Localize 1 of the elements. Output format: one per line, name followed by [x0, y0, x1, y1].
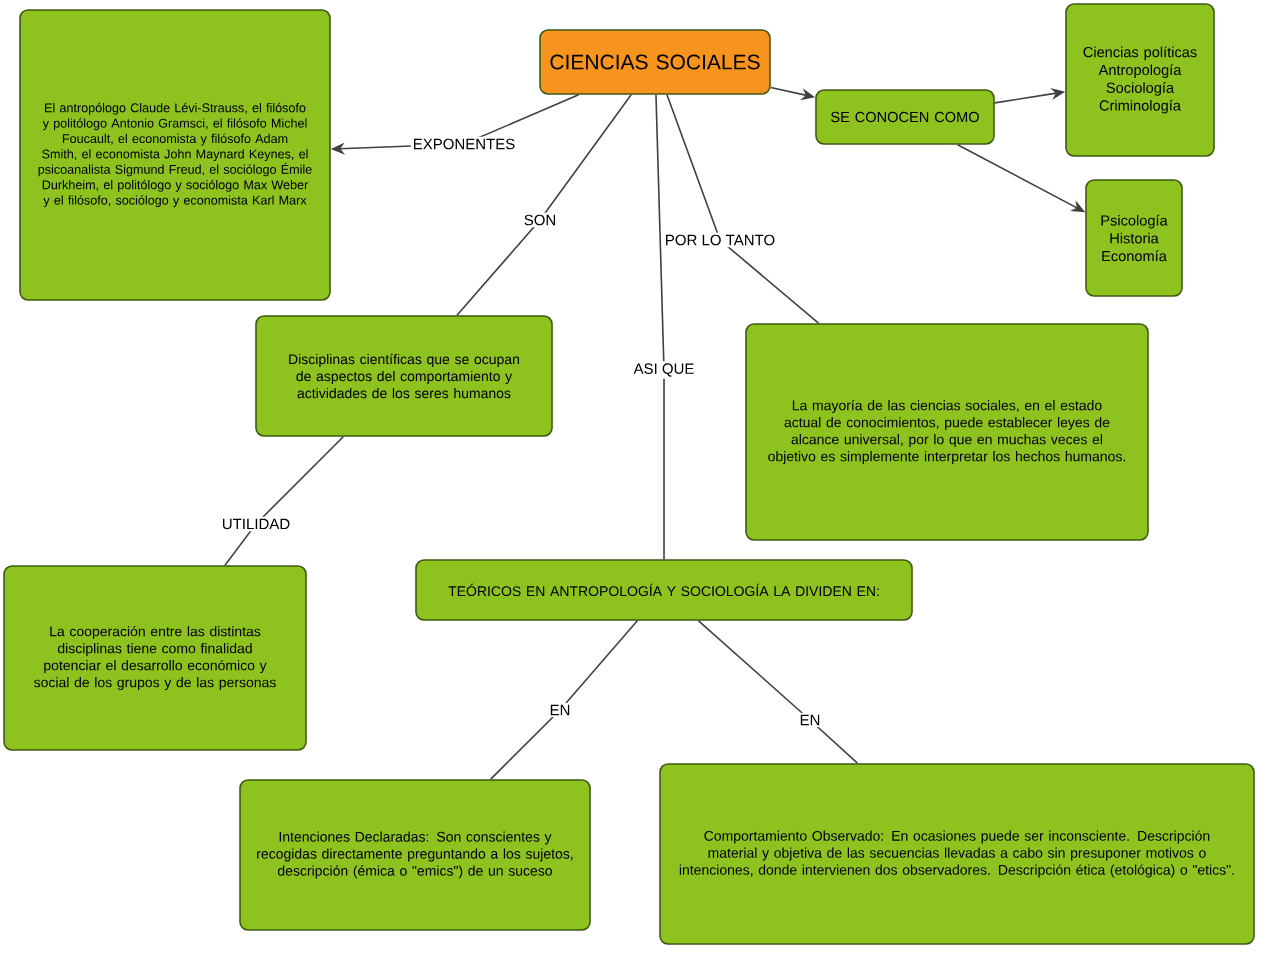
main-concept-box: CIENCIAS SOCIALES: [539, 29, 771, 95]
